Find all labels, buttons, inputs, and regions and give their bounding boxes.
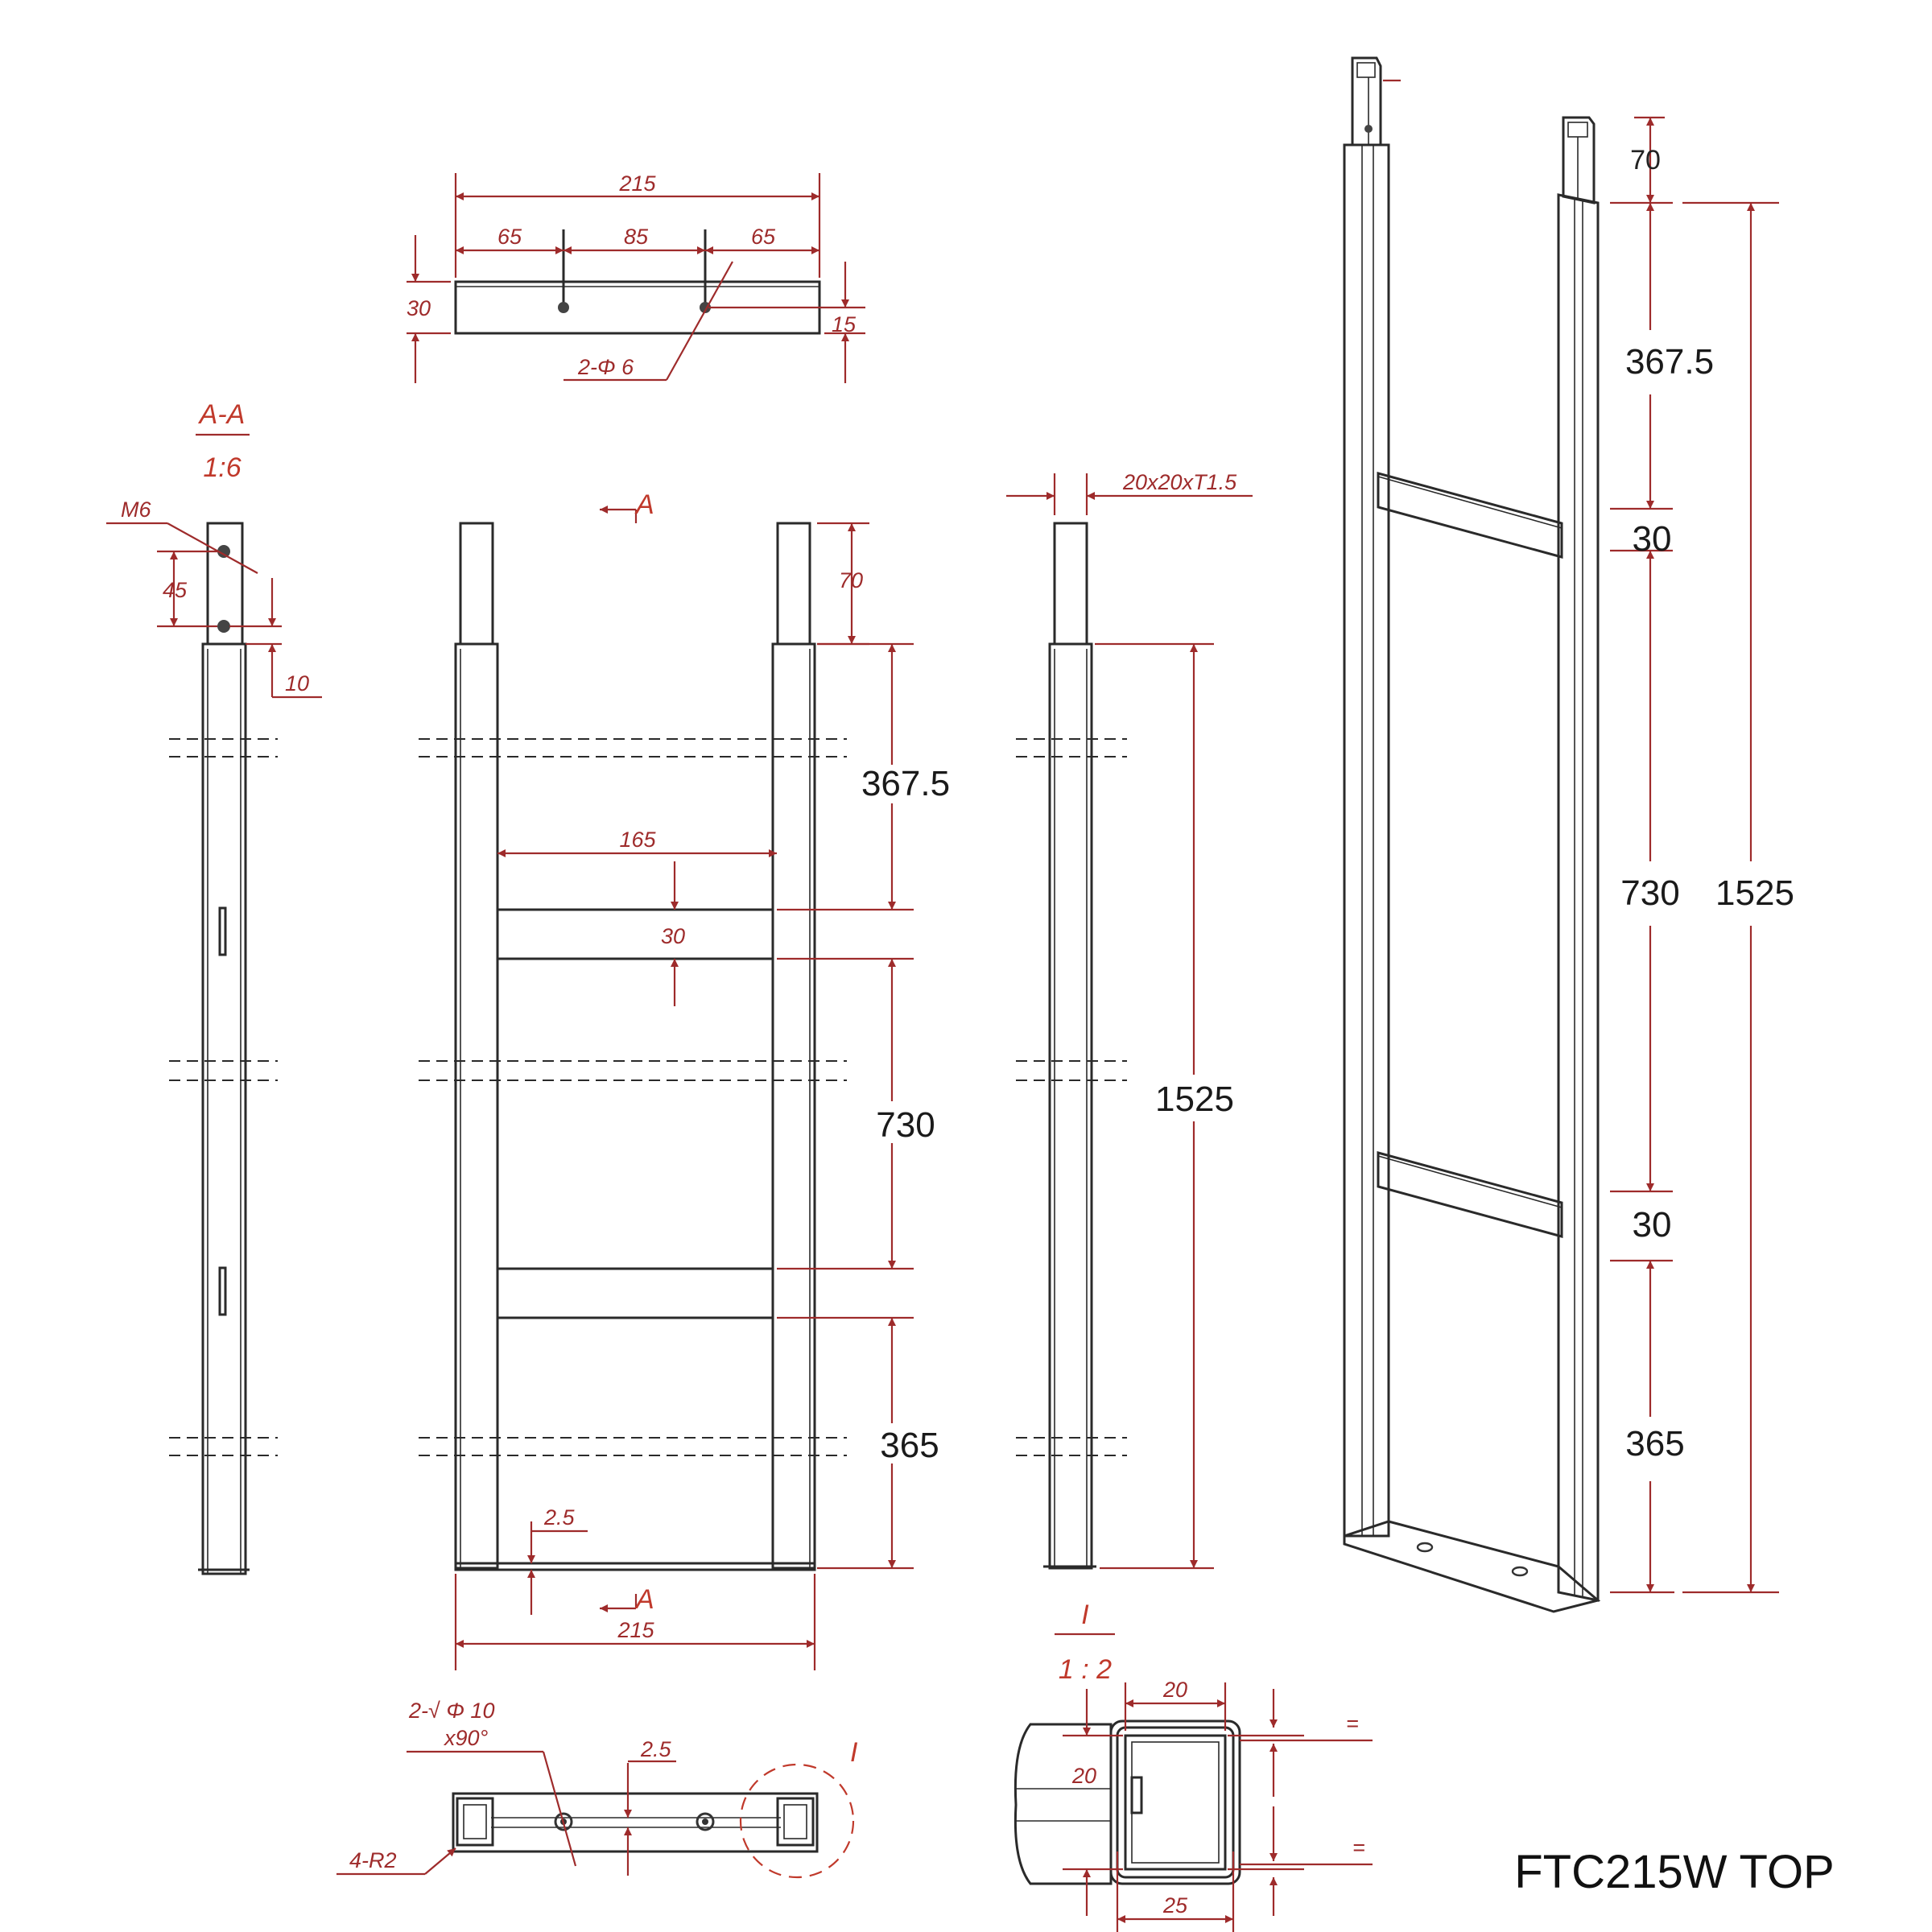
iso-height-label: 1525 [1715,873,1794,913]
iso-post-left [1343,143,1390,1538]
side-post-top [1053,522,1088,646]
section-thread-label: M6 [121,497,151,522]
iso-post-right [1557,193,1600,1602]
side-post [1048,642,1093,1570]
section-edge-label: 10 [285,671,309,696]
detail-inner-height-label: 20 [1071,1764,1096,1788]
detail-inner-width-label: 20 [1162,1678,1187,1702]
iso-bar-top-label: 30 [1633,519,1672,559]
front-seg-bottom-label: 365 [880,1426,939,1465]
top-seg-right-label: 65 [751,225,776,249]
front-inner-width-label: 165 [619,828,656,852]
iso-bar-bottom [1377,1151,1563,1238]
front-bar-bottom [496,1267,774,1319]
front-post-left [454,642,499,1570]
front-width-label: 215 [617,1618,654,1642]
top-view: 215 65 85 65 30 15 2-Φ 6 [407,171,865,383]
top-holes-note: 2-Φ 6 [577,355,634,379]
iso-extension-label: 70 [1630,145,1661,175]
isometric-view: 70 367.5 30 730 30 365 1525 [1343,56,1794,1613]
detail-i-marker [739,1763,855,1879]
iso-seg-top-label: 367.5 [1625,342,1714,382]
top-height-label: 30 [407,296,431,320]
side-height-label: 1525 [1155,1080,1234,1119]
section-aa-view: A-A 1:6 M6 45 10 [106,399,322,1575]
detail-equal-bottom: = [1352,1835,1365,1860]
drawing-title: FTC215W TOP [1514,1846,1835,1898]
front-seg-mid-label: 730 [876,1105,935,1145]
front-seg-top-label: 367.5 [861,764,950,803]
section-aa-title: A-A [198,399,246,430]
bottom-view: 2-√ Φ 10 x90° 2.5 4-R2 I [336,1699,858,1879]
detail-i-scale: 1 : 2 [1059,1654,1112,1685]
front-post-right-top [776,522,811,646]
detail-i-view: I 1 : 2 20 20 25 = [1013,1600,1373,1932]
iso-bar-bottom-label: 30 [1633,1205,1672,1245]
bottom-countersink-note: 2-√ Φ 10 [408,1699,494,1723]
front-bar-width-label: 30 [661,924,685,948]
bottom-radius-label: 4-R2 [349,1848,397,1872]
top-seg-left-label: 65 [497,225,522,249]
iso-seg-mid-label: 730 [1620,873,1679,913]
detail-outer-width-label: 25 [1162,1893,1188,1918]
bottom-detail-mark: I [850,1737,858,1768]
front-view: A A 70 367.5 730 365 165 30 [419,489,950,1670]
section-spacing-label: 45 [163,578,188,602]
bottom-thickness-label: 2.5 [640,1737,672,1761]
front-post-right [771,642,816,1570]
front-post-left-top [459,522,494,646]
section-aa-scale: 1:6 [203,452,241,483]
front-section-mark-bottom: A [634,1584,654,1615]
top-offset-label: 15 [832,312,857,336]
bottom-hole-left [554,1812,573,1831]
bottom-plate [452,1792,819,1853]
top-hole-left [558,302,569,313]
detail-equal-top: = [1346,1711,1359,1736]
side-profile-label: 20x20xT1.5 [1122,470,1237,494]
front-base-plate [454,1562,816,1571]
top-seg-mid-label: 85 [624,225,649,249]
iso-bar-top [1377,472,1563,559]
front-bar-top [496,908,774,960]
front-extension-label: 70 [839,568,863,592]
side-view: 20x20xT1.5 1525 [1006,470,1253,1570]
top-width-label: 215 [618,171,656,196]
front-base-thickness-label: 2.5 [543,1505,576,1530]
section-hole-bottom [217,620,230,633]
section-hole-top [217,545,230,558]
front-section-mark-top: A [634,489,654,520]
detail-i-title: I [1081,1600,1089,1630]
iso-seg-bottom-label: 365 [1625,1424,1684,1463]
bottom-countersink-angle: x90° [443,1726,489,1750]
bottom-hole-right [696,1812,715,1831]
